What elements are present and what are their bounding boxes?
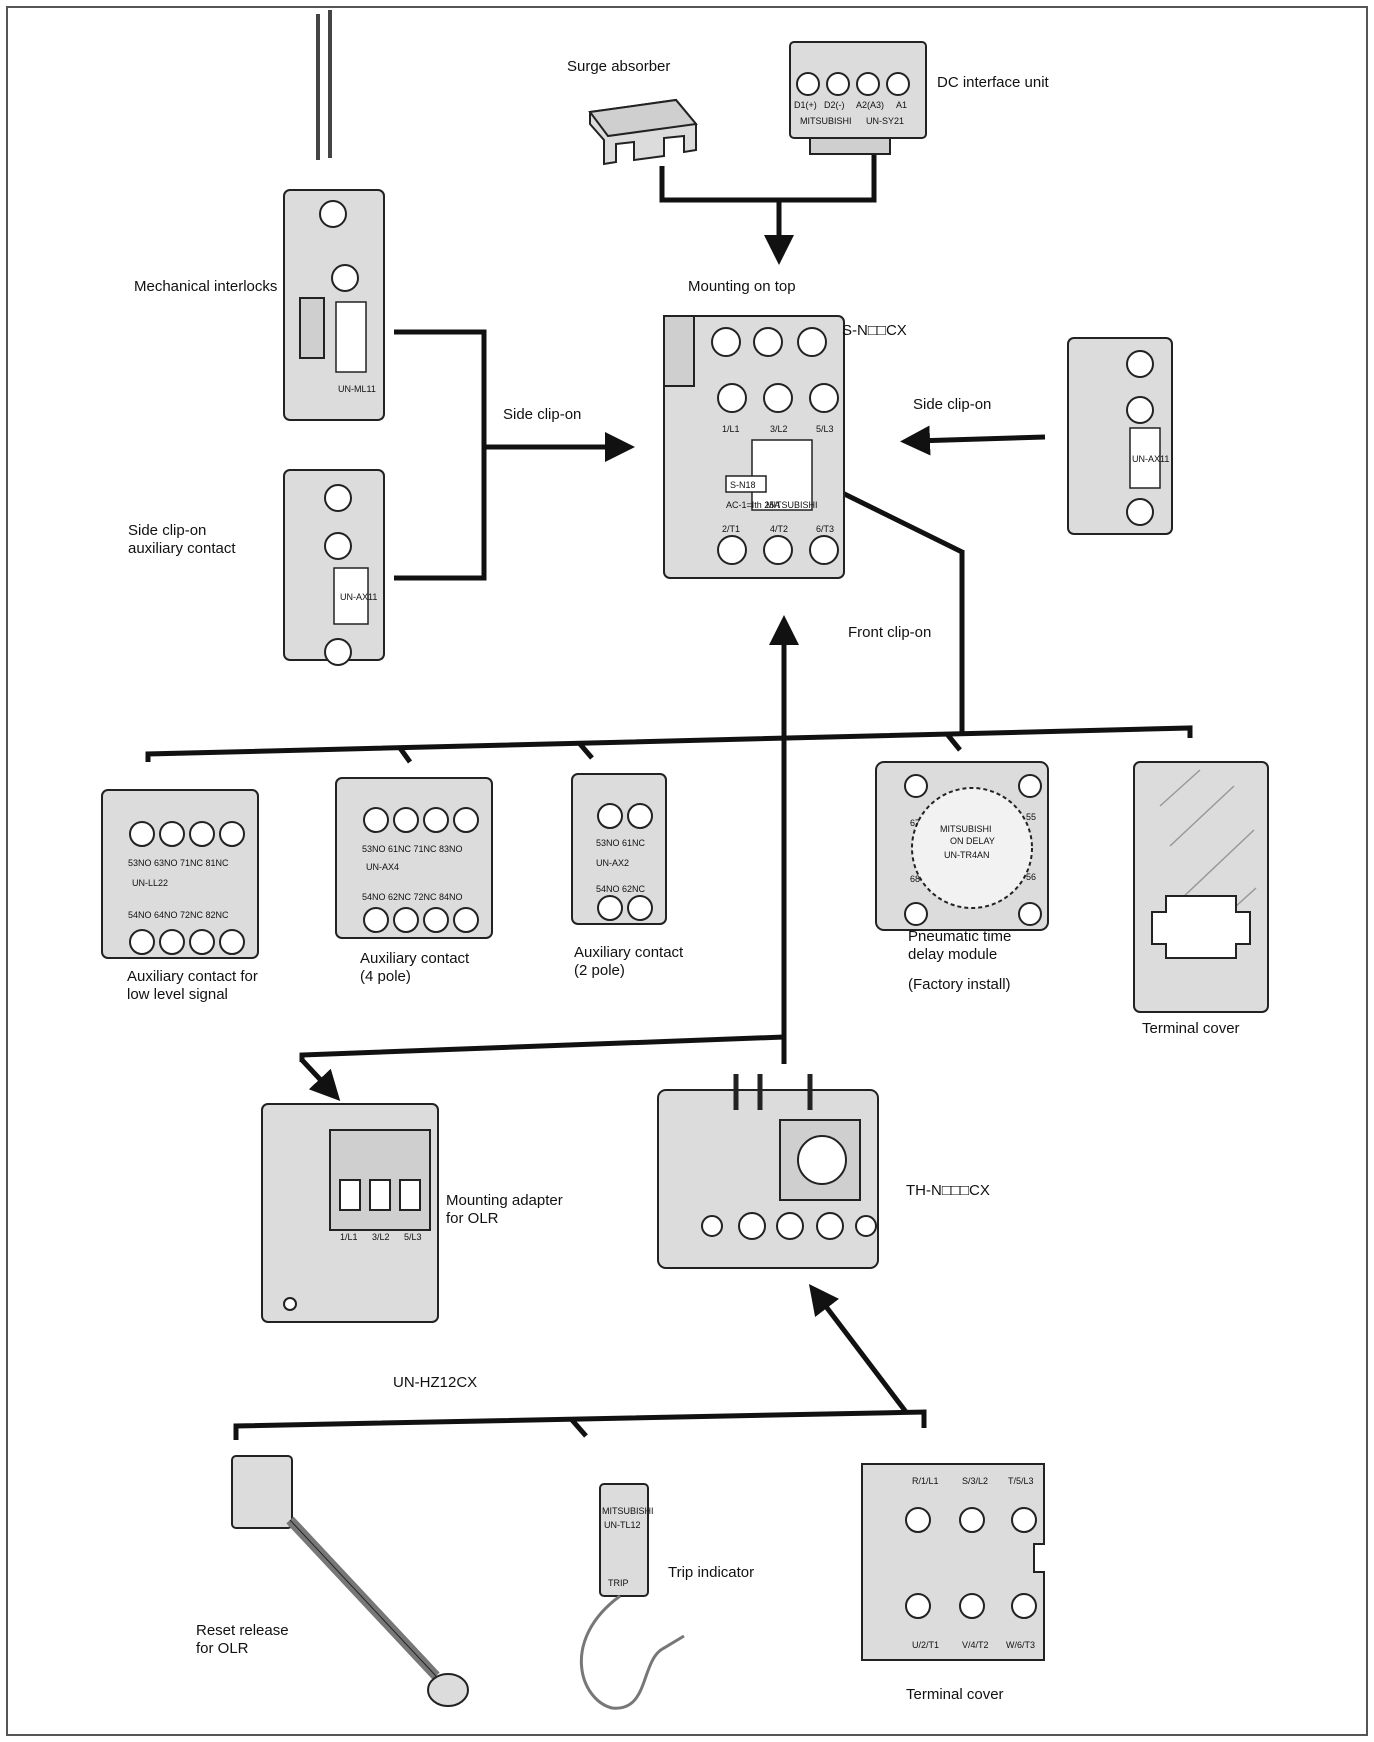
- trip-indicator-label: Trip indicator: [668, 1564, 754, 1582]
- ax11-left-model-label: UN-AX11: [340, 592, 377, 602]
- contactor-device: 1/L1 3/L2 5/L3 S-N18 MITSUBISHI AC-1=Ith…: [664, 316, 844, 578]
- ax2-bot-terminals: 54NO 62NC: [596, 884, 646, 894]
- dc-d1-label: D1(+): [794, 100, 817, 110]
- mounting-adapter-device: 1/L1 3/L2 5/L3: [262, 1104, 438, 1322]
- ll-top-terminals: 53NO 63NO 71NC 81NC: [128, 858, 229, 868]
- aux-4pole-label: Auxiliary contact (4 pole): [360, 950, 469, 986]
- side-aux-left-device: UN-AX11: [284, 470, 384, 665]
- ax4-model-label: UN-AX4: [366, 862, 399, 872]
- c-t3-label: 6/T3: [816, 524, 834, 534]
- tc-w-label: W/6/T3: [1006, 1640, 1035, 1650]
- pneumatic-timer-device: MITSUBISHI ON DELAY UN-TR4AN 67 68 55 56: [876, 762, 1048, 930]
- drop-2pole: [580, 744, 592, 758]
- front-clip-on-label: Front clip-on: [848, 624, 931, 642]
- terminal-cover-top-label: Terminal cover: [1142, 1020, 1240, 1038]
- side-clip-right-arrow: [915, 437, 1045, 441]
- tr-type-label: ON DELAY: [950, 836, 995, 846]
- pneumatic-label: Pneumatic time delay module: [908, 928, 1011, 964]
- tc-r-label: R/1/L1: [912, 1476, 939, 1486]
- drop-4pole: [400, 748, 410, 762]
- c-model-label: S-N18: [730, 480, 756, 490]
- adapter-branch-line: [302, 1037, 784, 1062]
- c-l2-label: 3/L2: [770, 424, 788, 434]
- side-clip-aux-label: Side clip-on auxiliary contact: [128, 522, 236, 558]
- mounting-adapter-label: Mounting adapter for OLR: [446, 1192, 563, 1228]
- olr-arrow: [818, 1296, 906, 1412]
- aux-2pole-label: Auxiliary contact (2 pole): [574, 944, 683, 980]
- ad-l3-label: 5/L3: [404, 1232, 422, 1242]
- ti-trip-label: TRIP: [608, 1578, 629, 1588]
- trip-indicator-device: MITSUBISHI UN-TL12 TRIP: [581, 1484, 684, 1708]
- tr-56-label: 56: [1026, 872, 1036, 882]
- aux-4pole-device: 53NO 61NC 71NC 83NO UN-AX4 54NO 62NC 72N…: [336, 778, 492, 938]
- ax2-model-label: UN-AX2: [596, 858, 629, 868]
- aux-low-level-label: Auxiliary contact for low level signal: [127, 968, 258, 1004]
- contactor-model-label: S-N□□CX: [842, 322, 907, 340]
- ax4-bot-terminals: 54NO 62NC 72NC 84NO: [362, 892, 463, 902]
- mechanical-interlock-device: UN-ML11: [284, 10, 384, 420]
- dc-brand-label: MITSUBISHI: [800, 116, 852, 126]
- dc-d2-label: D2(-): [824, 100, 845, 110]
- surge-absorber-device: [590, 100, 696, 164]
- tr-brand-label: MITSUBISHI: [940, 824, 992, 834]
- front-bus-line: [148, 728, 1190, 762]
- adapter-arrow: [302, 1060, 330, 1090]
- ti-brand-label: MITSUBISHI: [602, 1506, 654, 1516]
- terminal-cover-bottom-label: Terminal cover: [906, 1686, 1004, 1704]
- tr-67-label: 67: [910, 818, 920, 828]
- top-bracket-line: [662, 155, 874, 200]
- tc-u-label: U/2/T1: [912, 1640, 939, 1650]
- factory-install-label: (Factory install): [908, 976, 1011, 994]
- c-rating-label: AC-1=Ith 25A: [726, 500, 780, 510]
- surge-absorber-label: Surge absorber: [567, 58, 670, 76]
- side-clip-on-right-label: Side clip-on: [913, 396, 991, 414]
- tc-v-label: V/4/T2: [962, 1640, 989, 1650]
- tr-55-label: 55: [1026, 812, 1036, 822]
- side-aux-right-device: UN-AX11: [1068, 338, 1172, 534]
- dc-a1-label: A1: [896, 100, 907, 110]
- reset-release-label: Reset release for OLR: [196, 1622, 289, 1658]
- ll-bot-terminals: 54NO 64NO 72NC 82NC: [128, 910, 229, 920]
- ti-model-label: UN-TL12: [604, 1520, 641, 1530]
- terminal-cover-top-device: [1134, 762, 1268, 1012]
- ax2-top-terminals: 53NO 61NC: [596, 838, 646, 848]
- c-t1-label: 2/T1: [722, 524, 740, 534]
- c-l3-label: 5/L3: [816, 424, 834, 434]
- ad-l2-label: 3/L2: [372, 1232, 390, 1242]
- tr-model-label: UN-TR4AN: [944, 850, 990, 860]
- dc-interface-device: D1(+) D2(-) A2(A3) A1 MITSUBISHI UN-SY21: [790, 42, 926, 154]
- adapter-model-label: UN-HZ12CX: [393, 1374, 477, 1392]
- aux-2pole-device: 53NO 61NC UN-AX2 54NO 62NC: [572, 774, 666, 924]
- ad-l1-label: 1/L1: [340, 1232, 358, 1242]
- reset-release-device: [232, 1456, 468, 1706]
- dc-interface-unit-label: DC interface unit: [937, 74, 1049, 92]
- tr-68-label: 68: [910, 874, 920, 884]
- tc-s-label: S/3/L2: [962, 1476, 988, 1486]
- mounting-on-top-label: Mounting on top: [688, 278, 796, 296]
- olr-device: [658, 1074, 878, 1268]
- terminal-cover-bottom-device: R/1/L1 S/3/L2 T/5/L3 U/2/T1 V/4/T2 W/6/T…: [862, 1464, 1044, 1660]
- left-bracket-line: [394, 332, 484, 578]
- dc-a2-label: A2(A3): [856, 100, 884, 110]
- ml-model-label: UN-ML11: [338, 384, 376, 394]
- c-l1-label: 1/L1: [722, 424, 740, 434]
- drop-trip: [572, 1420, 586, 1436]
- aux-low-level-device: 53NO 63NO 71NC 81NC UN-LL22 54NO 64NO 72…: [102, 790, 258, 958]
- c-t2-label: 4/T2: [770, 524, 788, 534]
- ll-model-label: UN-LL22: [132, 878, 168, 888]
- tc-t-label: T/5/L3: [1008, 1476, 1034, 1486]
- ax4-top-terminals: 53NO 61NC 71NC 83NO: [362, 844, 463, 854]
- olr-model-label: TH-N□□□CX: [906, 1182, 990, 1200]
- mechanical-interlocks-label: Mechanical interlocks: [134, 278, 277, 296]
- side-clip-on-left-label: Side clip-on: [503, 406, 581, 424]
- ax11-right-model-label: UN-AX11: [1132, 454, 1169, 464]
- dc-model-label: UN-SY21: [866, 116, 904, 126]
